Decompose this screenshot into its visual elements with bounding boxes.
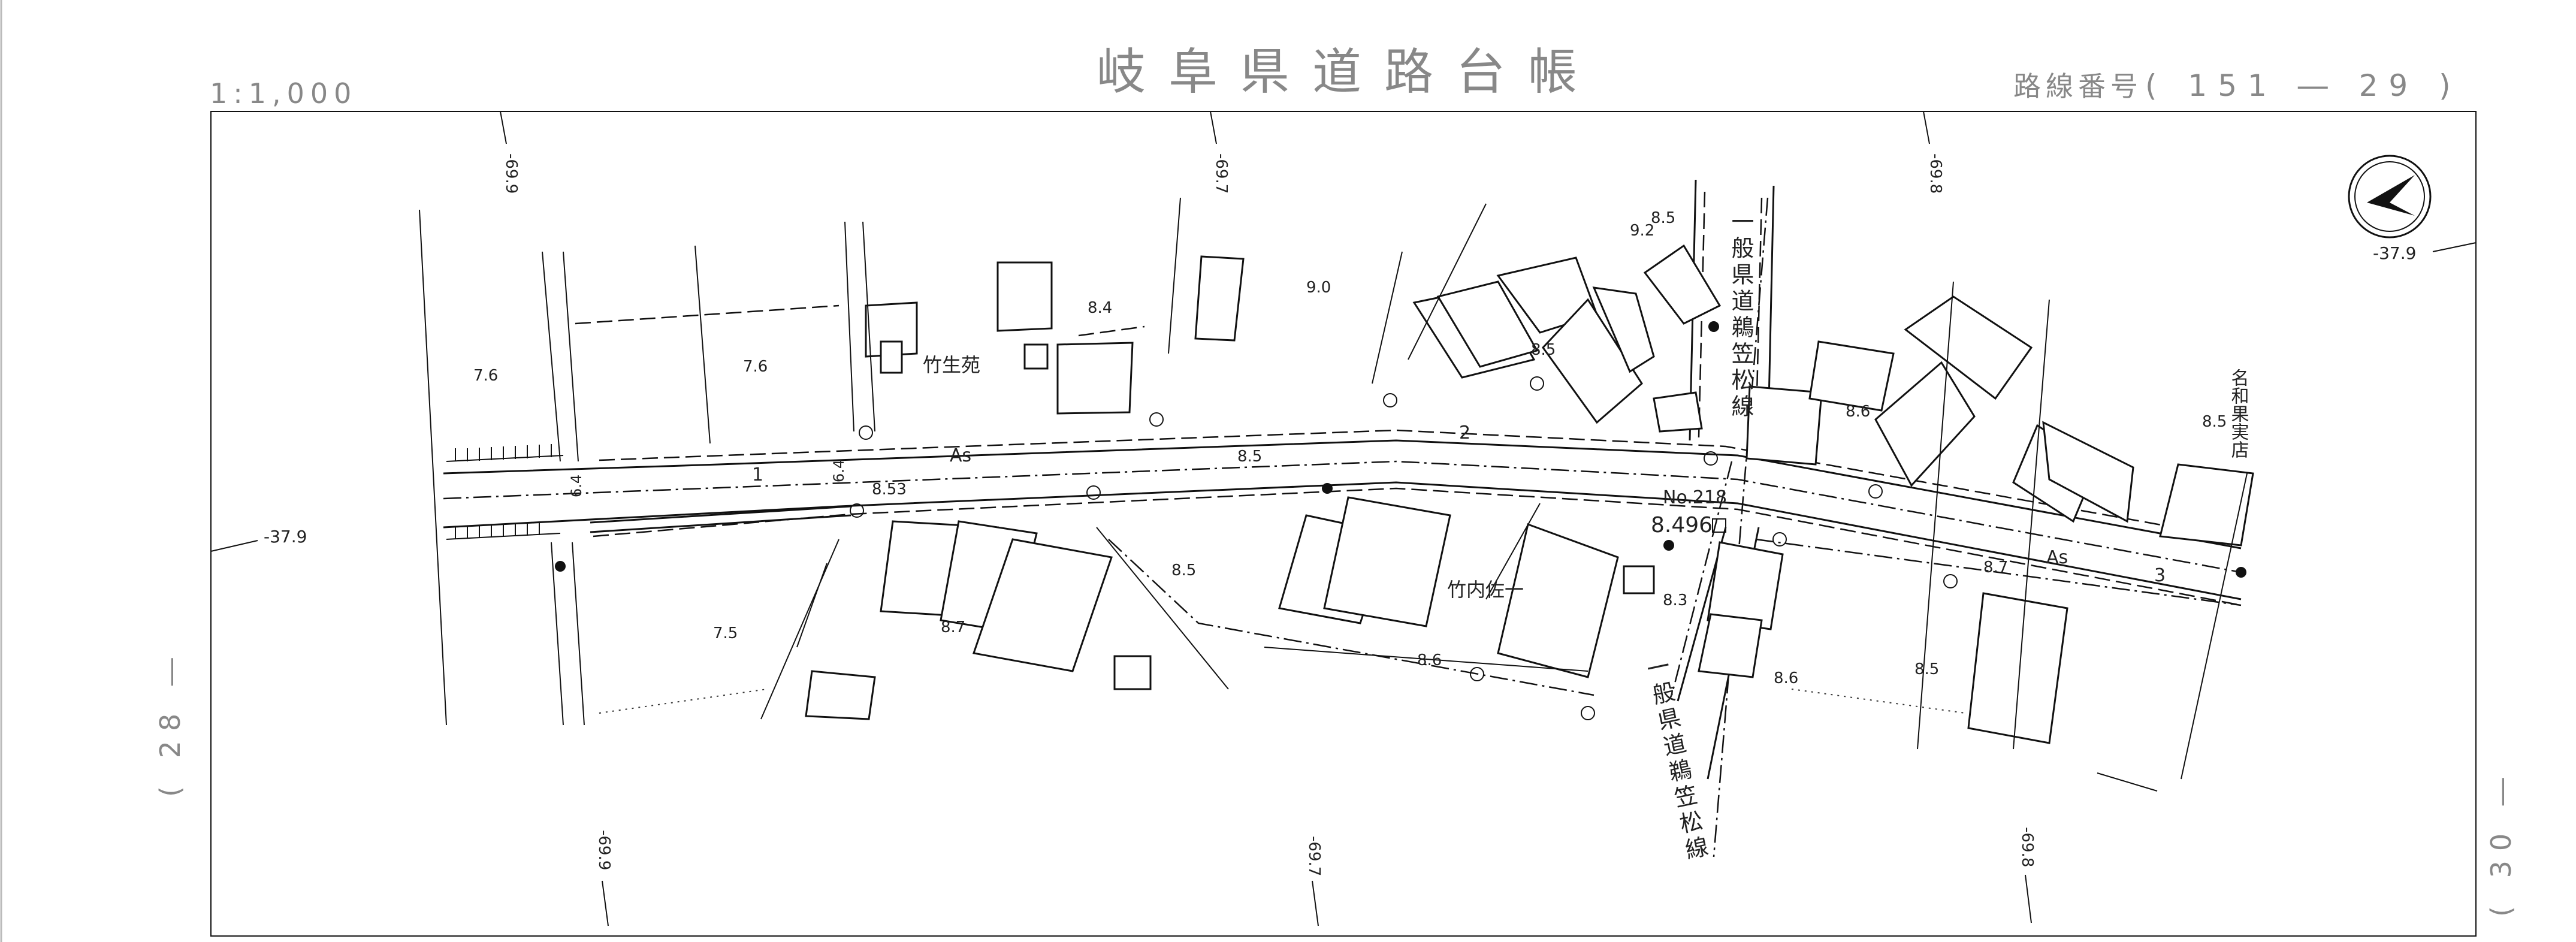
svg-text:8.5: 8.5 (1237, 448, 1262, 466)
svg-text:6.4: 6.4 (568, 475, 585, 497)
crossing-route-south: 一般県道鵜笠松線 (1641, 653, 1710, 865)
grid-coord-bottom-2: -69.7 (1305, 836, 1323, 876)
map-title: 岐阜県道路台帳 (1097, 44, 1600, 101)
benchmark: No.218 8.496 (1651, 487, 1727, 538)
main-road (443, 429, 2242, 606)
grid-coord-bottom-3: -69.8 (2018, 827, 2036, 867)
grid-coord-top-1: -69.9 (502, 153, 520, 194)
elevation-points: 7.6 7.6 8.4 9.0 9.2 8.5 8.6 8.5 8.5 8.53… (473, 209, 2227, 687)
road-surface-2: As (2046, 547, 2068, 568)
svg-text:8.7: 8.7 (1983, 558, 2008, 576)
parcel-lines (419, 197, 2248, 792)
place-takeoen: 竹生苑 (923, 354, 980, 376)
place-nawa-shop: 名和果実店 (2228, 369, 2249, 458)
grid-coord-bottom-1: -69.9 (595, 830, 613, 870)
grid-coord-top-3: -69.8 (1926, 153, 1944, 194)
north-arrow-icon (2348, 155, 2432, 238)
road-surface-labels: As As (950, 445, 2068, 568)
crossing-route-north: 一般県道鵜笠松線 (1728, 210, 1754, 421)
svg-text:8.3: 8.3 (1663, 591, 1687, 609)
sheet-ref-left: ( 28 ― (154, 648, 186, 797)
svg-text:8.4: 8.4 (1088, 299, 1112, 317)
svg-text:8.6: 8.6 (1417, 651, 1442, 669)
place-takeuchi: 竹内佐一 (1447, 578, 1524, 601)
svg-text:7.6: 7.6 (743, 358, 768, 376)
svg-text:8.5: 8.5 (1914, 660, 1939, 678)
svg-text:8.7: 8.7 (941, 618, 965, 636)
utility-symbols (555, 321, 2246, 720)
svg-text:8.6: 8.6 (1846, 403, 1870, 421)
benchmark-marker-icon (1712, 518, 1726, 533)
benchmark-elevation: 8.496 (1651, 513, 1713, 538)
svg-text:9.0: 9.0 (1306, 279, 1331, 297)
buildings-north (865, 244, 2254, 547)
buildings-south (805, 496, 2068, 744)
grid-coord-top-2: -69.7 (1212, 153, 1230, 194)
grid-coord-left: -37.9 (264, 527, 307, 547)
road-surface-1: As (950, 445, 971, 466)
svg-text:9.2: 9.2 (1630, 222, 1654, 240)
svg-text:6.4: 6.4 (831, 460, 847, 482)
scale-label: 1:1,000 (210, 77, 357, 110)
svg-text:8.5: 8.5 (1171, 561, 1196, 579)
svg-text:8.5: 8.5 (1651, 209, 1675, 227)
route-number-label: 路線番号 (2013, 70, 2143, 102)
route-number-value: ( 151 ― 29 ) (2145, 68, 2462, 103)
svg-text:8.6: 8.6 (1774, 669, 1798, 687)
map-frame (210, 111, 2477, 937)
station-3: 3 (2154, 565, 2166, 586)
grid-coord-right: -37.9 (2373, 243, 2416, 263)
svg-text:8.5: 8.5 (1531, 341, 1556, 359)
svg-text:8.5: 8.5 (2202, 413, 2227, 431)
station-labels: 1 2 3 (752, 422, 2166, 586)
svg-text:7.6: 7.6 (473, 367, 498, 385)
svg-text:7.5: 7.5 (713, 624, 738, 642)
svg-text:8.53: 8.53 (872, 481, 907, 499)
station-1: 1 (752, 464, 763, 485)
sheet-ref-right: ( 30 ― (2485, 768, 2517, 917)
benchmark-number: No.218 (1663, 487, 1727, 508)
station-2: 2 (1459, 422, 1470, 443)
